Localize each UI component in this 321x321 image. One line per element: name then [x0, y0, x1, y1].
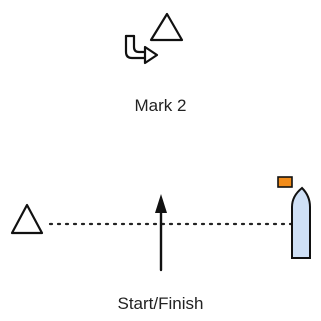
- mark-2-label: Mark 2: [134, 96, 187, 115]
- rounding-arrow-icon: [124, 34, 159, 65]
- committee-boat-icon: [291, 186, 311, 259]
- up-arrow-icon: [155, 194, 167, 272]
- start-finish-label: Start/Finish: [117, 294, 204, 313]
- mark-2-buoy-icon: [149, 12, 184, 42]
- committee-flag-icon: [277, 176, 293, 188]
- pin-buoy-icon: [10, 203, 44, 235]
